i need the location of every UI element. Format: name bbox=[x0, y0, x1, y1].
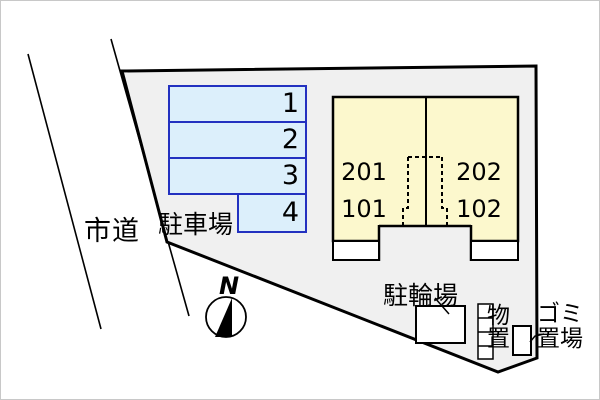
compass-needle-icon bbox=[215, 298, 232, 337]
balcony-right bbox=[470, 240, 519, 261]
storage-label: 物置 bbox=[487, 303, 510, 352]
entrance-porch-area bbox=[380, 227, 470, 264]
balcony-left bbox=[332, 240, 380, 261]
parking-space-4-number: 4 bbox=[281, 197, 299, 228]
bicycle-label-leader-line bbox=[434, 297, 450, 315]
parking-space-3-number: 3 bbox=[281, 160, 299, 191]
garbage-box bbox=[512, 325, 532, 356]
parking-space-3 bbox=[168, 157, 307, 195]
unit-202-label: 202 bbox=[456, 157, 502, 186]
parking-space-4 bbox=[237, 193, 307, 233]
unit-numbers-left: 201 101 bbox=[341, 144, 387, 237]
garbage-label-leader-line bbox=[529, 333, 545, 343]
parking-space-1-number: 1 bbox=[281, 88, 299, 119]
parking-space-2-number: 2 bbox=[281, 124, 299, 155]
parking-area-label: 駐車場 bbox=[158, 210, 234, 239]
city-road-label: 市道 bbox=[84, 216, 140, 247]
garbage-area-label: ゴミ置場 bbox=[537, 301, 583, 352]
unit-101-label: 101 bbox=[341, 194, 387, 223]
unit-201-label: 201 bbox=[341, 157, 387, 186]
road-edge-line-outer bbox=[27, 53, 102, 330]
unit-numbers-right: 202 102 bbox=[456, 144, 502, 237]
unit-102-label: 102 bbox=[456, 194, 502, 223]
bicycle-parking-label: 駐輪場 bbox=[383, 281, 459, 310]
staircase-dashed-outline bbox=[402, 156, 448, 225]
bicycle-parking-box bbox=[415, 305, 466, 344]
compass-north-label: N bbox=[219, 272, 240, 300]
